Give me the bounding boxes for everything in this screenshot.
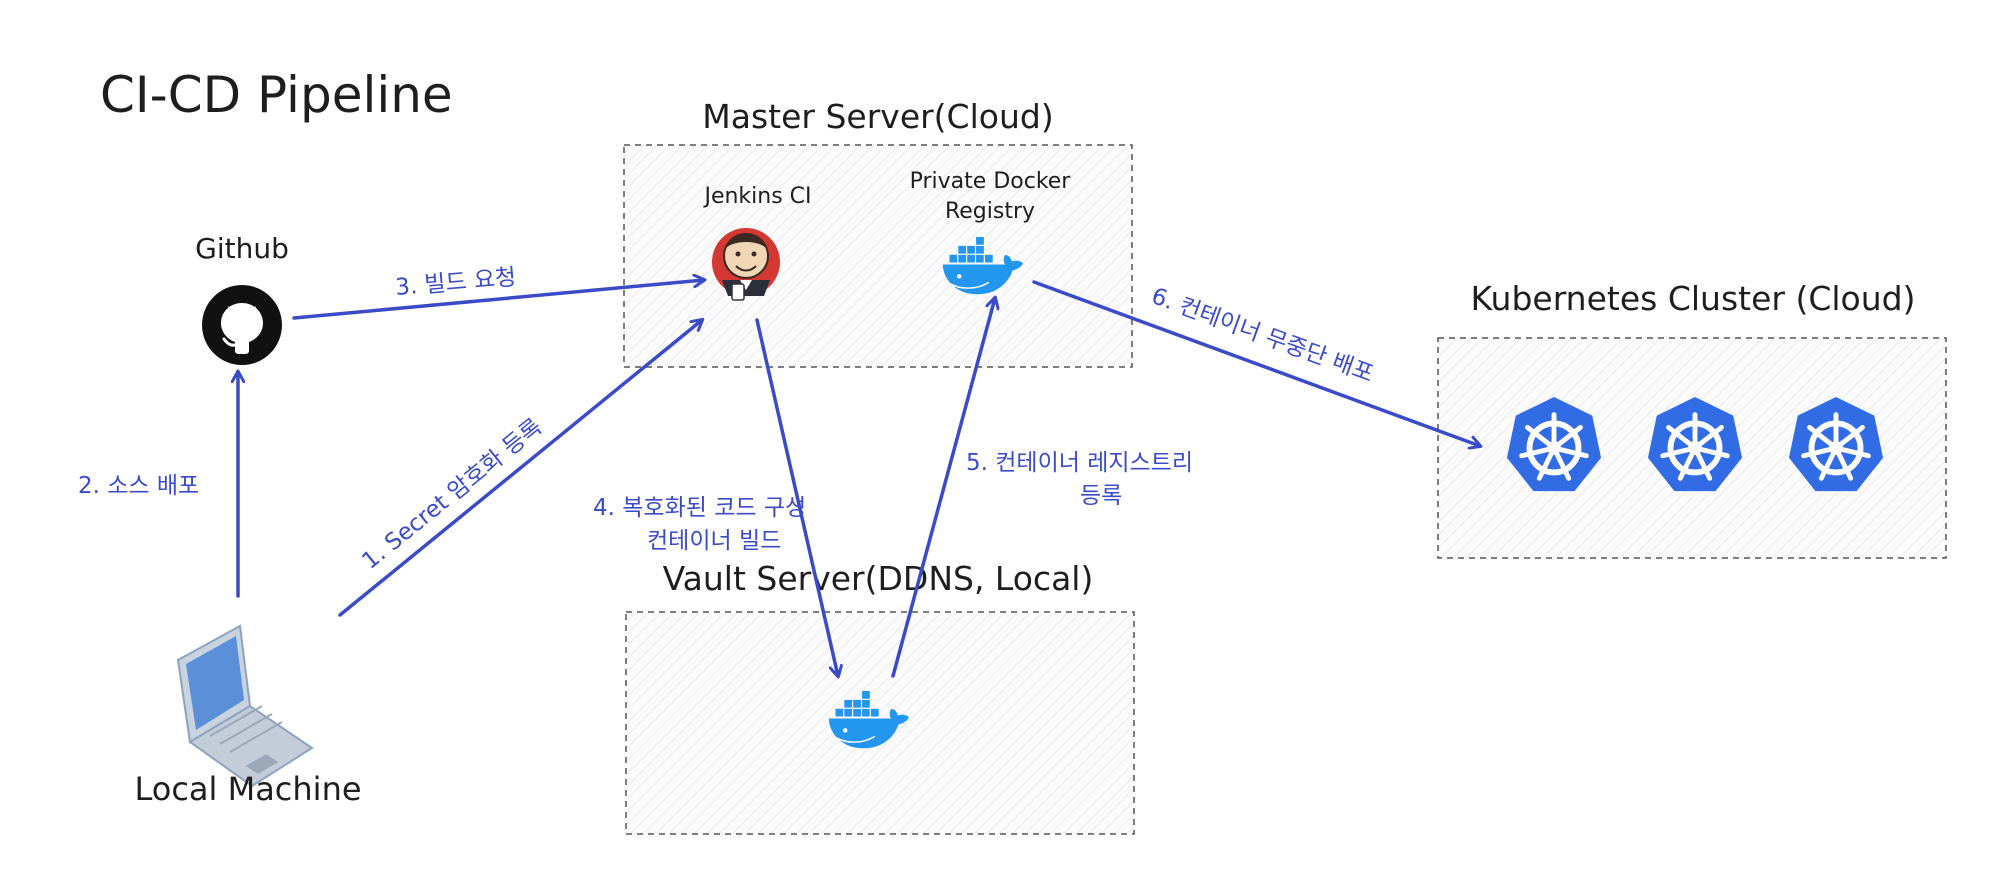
- arrow-deploy: [1032, 280, 1480, 446]
- jenkins-label: Jenkins CI: [702, 184, 811, 209]
- arrow-container-build: [755, 318, 838, 676]
- step-5-label-line2: 등록: [1080, 483, 1122, 509]
- github-icon: [202, 285, 282, 365]
- arrow-build-request: [292, 280, 704, 320]
- step-4-label-line2: 컨테이너 빌드: [647, 528, 781, 554]
- jenkins-icon: [712, 228, 780, 301]
- master-server-label: Master Server(Cloud): [702, 97, 1053, 136]
- master-server-box: [623, 144, 1133, 368]
- arrow-registry-register: [891, 298, 995, 678]
- step-5-label-line1: 5. 컨테이너 레지스트리: [966, 450, 1193, 476]
- laptop-icon: [176, 624, 314, 788]
- kubernetes-cluster-label: Kubernetes Cluster (Cloud): [1471, 279, 1916, 318]
- step-2-label: 2. 소스 배포: [78, 473, 199, 499]
- registry-label-line1: Private Docker: [910, 169, 1072, 194]
- step-4-label-line1: 4. 복호화된 코드 구성: [593, 495, 806, 521]
- vault-server-label: Vault Server(DDNS, Local): [663, 559, 1094, 598]
- step-1-label: 1. Secret 암호화 등록: [357, 414, 547, 575]
- local-machine-label: Local Machine: [134, 770, 361, 808]
- registry-label-line2: Registry: [945, 199, 1035, 224]
- arrow-secret-register: [338, 320, 702, 617]
- step-3-label: 3. 빌드 요청: [394, 265, 517, 301]
- page-title: CI-CD Pipeline: [100, 66, 453, 124]
- github-label: Github: [195, 232, 289, 265]
